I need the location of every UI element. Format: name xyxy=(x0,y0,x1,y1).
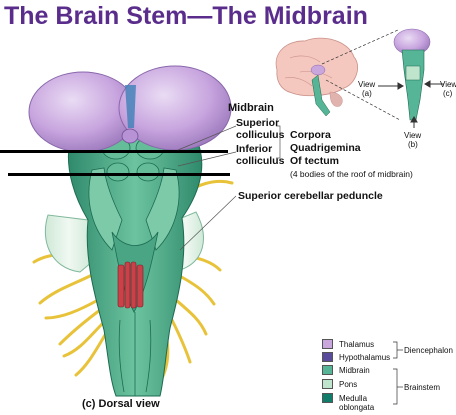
label-view-b-1: View xyxy=(404,131,421,140)
inset-brain xyxy=(276,29,444,128)
pineal-gland xyxy=(122,129,138,143)
legend-label-hypothalamus: Hypothalamus xyxy=(339,353,390,362)
legend-item-thalamus: Thalamus xyxy=(322,339,374,349)
label-inferior-colliculus-1: Inferior xyxy=(236,143,272,155)
label-superior-cerebellar-peduncle: Superior cerebellar peduncle xyxy=(238,190,383,202)
label-midbrain: Midbrain xyxy=(228,102,274,114)
label-superior-colliculus-2: colliculus xyxy=(236,129,284,141)
legend-label-pons: Pons xyxy=(339,380,357,389)
legend-item-hypothalamus: Hypothalamus xyxy=(322,352,390,362)
legend-label-thalamus: Thalamus xyxy=(339,340,374,349)
legend-swatch-midbrain xyxy=(322,365,333,375)
section-line-upper xyxy=(0,150,228,153)
label-corpora: Corpora xyxy=(290,129,331,141)
legend-swatch-hypothalamus xyxy=(322,352,333,362)
label-view-c-1: View xyxy=(440,80,456,89)
legend-swatch-thalamus xyxy=(322,339,333,349)
legend: Thalamus Hypothalamus Midbrain Pons Medu… xyxy=(322,339,456,413)
label-of-tectum: Of tectum xyxy=(290,155,339,167)
label-quadrigemina: Quadrigemina xyxy=(290,142,361,154)
section-line-lower xyxy=(8,173,230,176)
label-inferior-colliculus-2: colliculus xyxy=(236,155,284,167)
legend-label-medulla-2: oblongata xyxy=(339,403,374,412)
legend-swatch-pons xyxy=(322,379,333,389)
label-view-a-2: (a) xyxy=(362,89,372,98)
legend-item-midbrain: Midbrain xyxy=(322,365,370,375)
figure-caption: (c) Dorsal view xyxy=(82,398,160,410)
middle-cerebellar-peduncle-left xyxy=(45,215,92,272)
legend-group-brainstem: Brainstem xyxy=(404,383,440,392)
legend-group-diencephalon: Diencephalon xyxy=(404,346,453,355)
legend-label-midbrain: Midbrain xyxy=(339,366,370,375)
legend-item-medulla: Medulla xyxy=(322,393,367,403)
label-view-c-2: (c) xyxy=(443,89,452,98)
legend-item-pons: Pons xyxy=(322,379,357,389)
label-view-b-2: (b) xyxy=(408,140,418,149)
label-view-a-1: View xyxy=(358,80,375,89)
label-superior-colliculus-1: Superior xyxy=(236,117,279,129)
label-corpora-note: (4 bodies of the roof of midbrain) xyxy=(290,168,413,180)
legend-swatch-medulla xyxy=(322,393,333,403)
legend-label-medulla: Medulla xyxy=(339,394,367,403)
